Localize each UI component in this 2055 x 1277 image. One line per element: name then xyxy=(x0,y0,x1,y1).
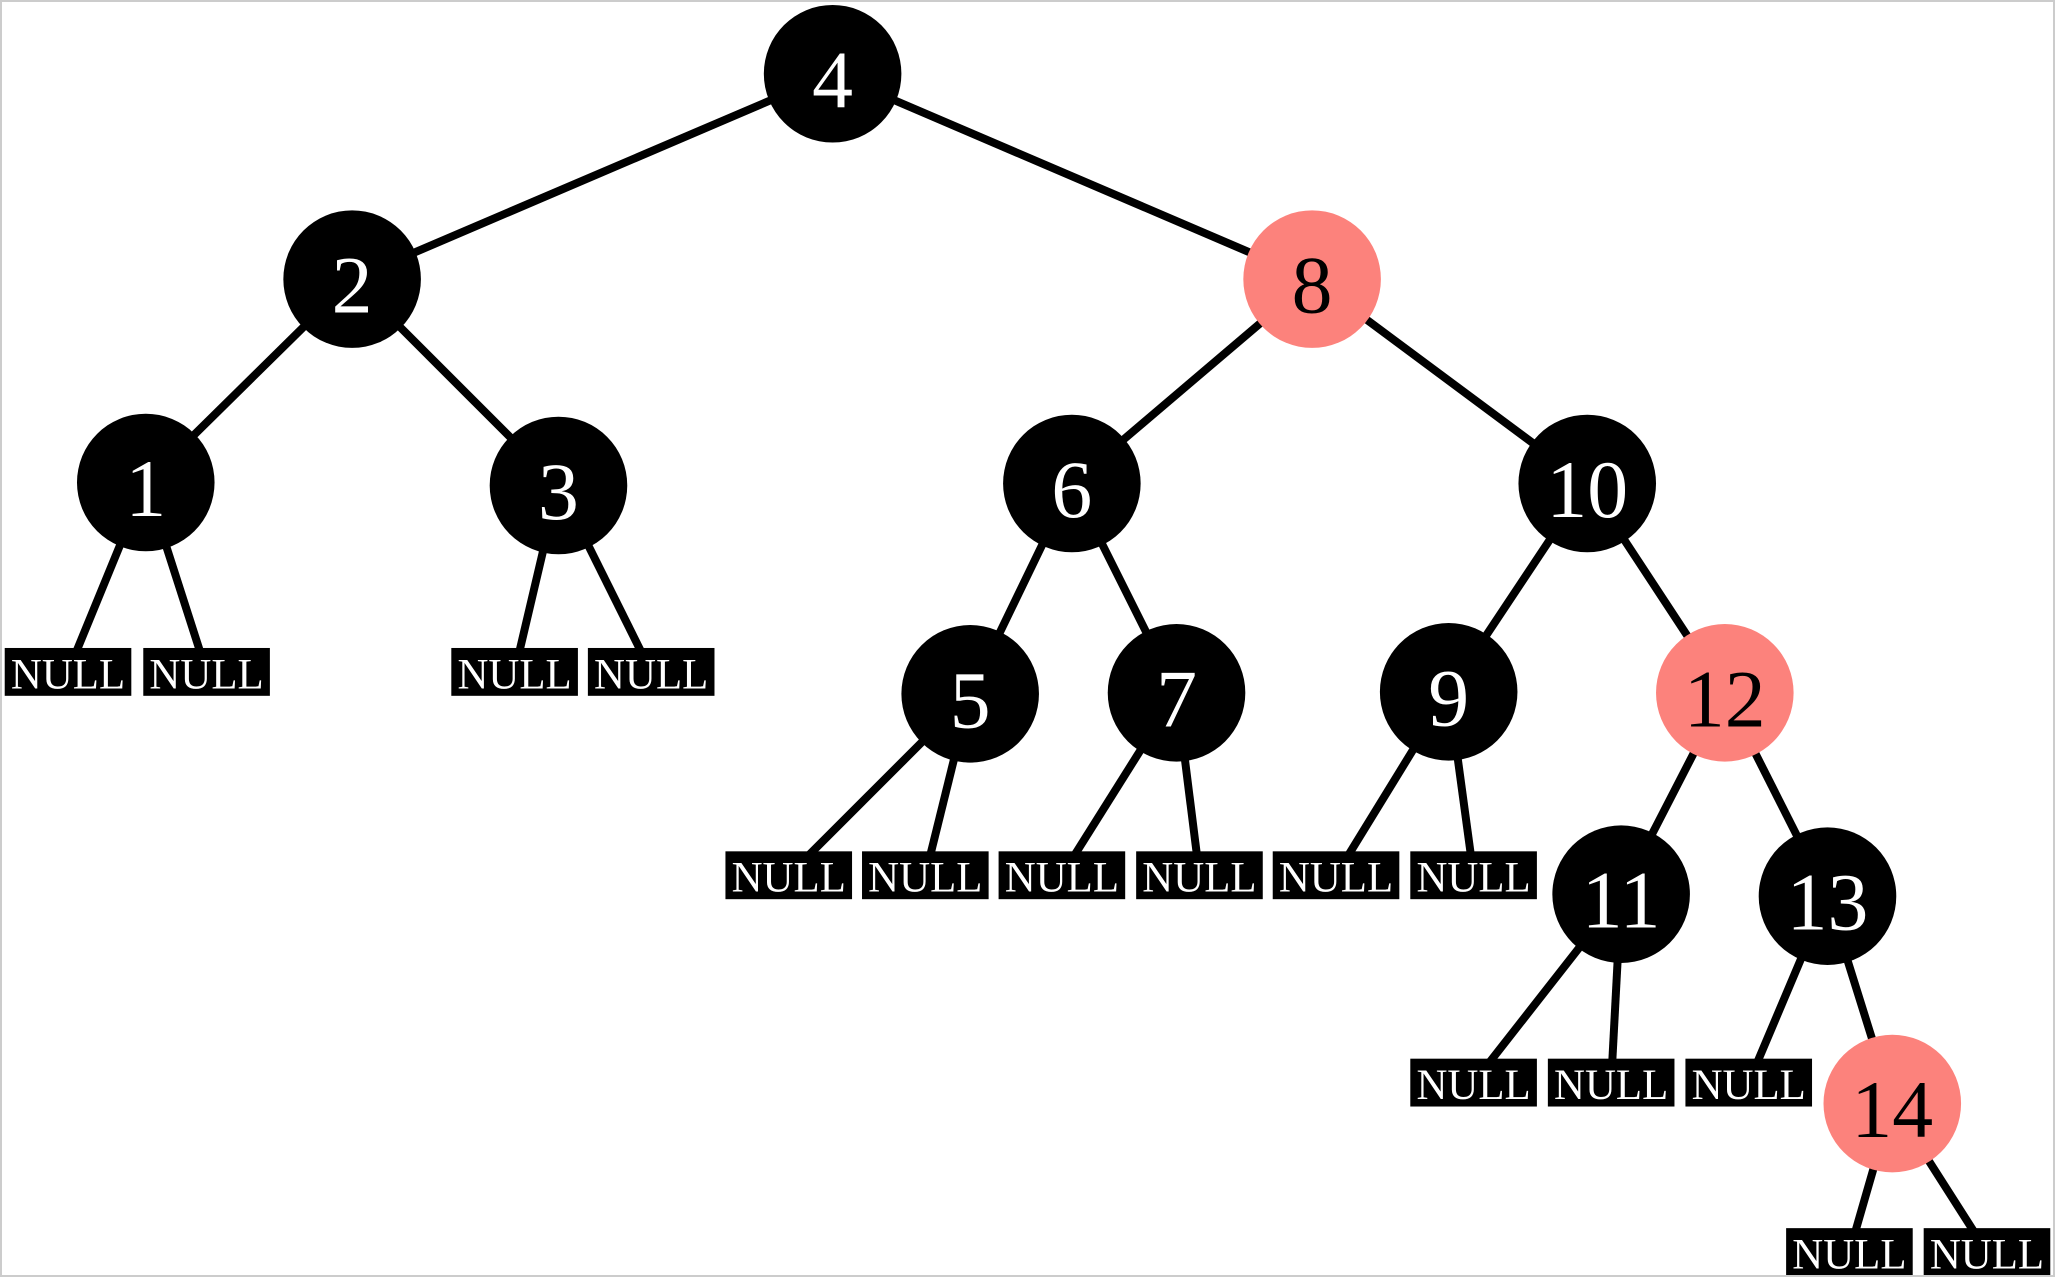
null-leaf: NULL xyxy=(1685,1058,1813,1109)
tree-node-circle-10 xyxy=(1518,414,1657,553)
null-leaf: NULL xyxy=(1923,1228,2051,1275)
null-leaf-label: NULL xyxy=(1554,1062,1668,1109)
null-leaf-box xyxy=(1923,1228,2051,1275)
null-leaf-box xyxy=(1786,1228,1913,1275)
tree-node-3: 3 xyxy=(489,416,628,555)
null-leaf-label: NULL xyxy=(11,651,125,698)
tree-node-2: 2 xyxy=(283,210,421,348)
tree-node-label-10: 10 xyxy=(1546,444,1628,535)
null-leaf-box xyxy=(1410,1058,1537,1107)
tree-node-label-3: 3 xyxy=(538,446,579,537)
null-leaf-box xyxy=(1136,851,1263,900)
null-leaf: NULL xyxy=(1410,1058,1537,1109)
tree-node-circle-1 xyxy=(76,413,215,552)
tree-node-9: 9 xyxy=(1379,623,1518,761)
null-leaf-box xyxy=(143,647,270,696)
null-leaf: NULL xyxy=(1786,1228,1913,1275)
null-leaf: NULL xyxy=(998,851,1126,902)
tree-node-8: 8 xyxy=(1243,210,1381,348)
null-leaf-label: NULL xyxy=(457,651,571,698)
tree-null-leaves-layer: NULL NULL NULL NULL NULL NULL NULL NULL NULL NULL… xyxy=(4,647,2051,1275)
null-leaf-box xyxy=(1410,851,1537,900)
tree-node-label-1: 1 xyxy=(125,443,166,534)
null-leaf-label: NULL xyxy=(1930,1232,2044,1275)
tree-node-label-4: 4 xyxy=(812,34,853,125)
tree-node-7: 7 xyxy=(1107,624,1246,762)
null-leaf-box xyxy=(1547,1058,1675,1107)
null-leaf-box xyxy=(1685,1058,1813,1107)
null-leaf: NULL xyxy=(143,647,270,698)
tree-node-circle-7 xyxy=(1107,624,1246,762)
tree-node-circle-12 xyxy=(1656,624,1794,762)
tree-node-1: 1 xyxy=(76,413,215,552)
tree-edge xyxy=(350,70,835,283)
tree-node-14: 14 xyxy=(1823,1034,1962,1173)
null-leaf: NULL xyxy=(1136,851,1263,902)
null-leaf-box xyxy=(998,851,1126,900)
null-leaf: NULL xyxy=(725,851,853,902)
null-leaf: NULL xyxy=(1547,1058,1675,1109)
null-leaf-box xyxy=(587,647,715,696)
null-leaf: NULL xyxy=(862,851,989,902)
tree-node-circle-9 xyxy=(1379,623,1518,761)
tree-node-label-8: 8 xyxy=(1292,240,1333,331)
tree-node-circle-8 xyxy=(1243,210,1381,348)
tree-node-label-13: 13 xyxy=(1787,857,1869,948)
tree-node-label-9: 9 xyxy=(1428,652,1469,743)
null-leaf-label: NULL xyxy=(732,855,846,902)
tree-node-circle-6 xyxy=(1003,414,1141,553)
tree-node-label-14: 14 xyxy=(1851,1064,1933,1155)
null-leaf-label: NULL xyxy=(1416,1062,1530,1109)
tree-node-label-5: 5 xyxy=(950,654,991,745)
null-leaf: NULL xyxy=(451,647,578,698)
null-leaf-box xyxy=(451,647,578,696)
null-leaf-label: NULL xyxy=(1792,1232,1906,1275)
tree-node-circle-3 xyxy=(489,416,628,555)
tree-node-10: 10 xyxy=(1518,414,1657,553)
tree-node-label-2: 2 xyxy=(332,240,373,331)
null-leaf-label: NULL xyxy=(1005,855,1119,902)
tree-node-6: 6 xyxy=(1003,414,1141,553)
tree-node-label-12: 12 xyxy=(1684,653,1766,744)
tree-node-circle-5 xyxy=(901,625,1039,763)
null-leaf-label: NULL xyxy=(868,855,982,902)
tree-node-5: 5 xyxy=(901,625,1039,763)
null-leaf-label: NULL xyxy=(1279,855,1393,902)
tree-node-label-6: 6 xyxy=(1051,444,1092,535)
null-leaf: NULL xyxy=(587,647,715,698)
tree-node-label-11: 11 xyxy=(1582,855,1661,946)
null-leaf-label: NULL xyxy=(149,651,263,698)
tree-node-label-7: 7 xyxy=(1156,653,1197,744)
tree-node-13: 13 xyxy=(1758,827,1897,965)
null-leaf-box xyxy=(862,851,989,900)
tree-node-4: 4 xyxy=(763,4,902,143)
null-leaf-label: NULL xyxy=(594,651,708,698)
tree-node-circle-4 xyxy=(763,4,902,143)
tree-node-11: 11 xyxy=(1552,825,1690,963)
null-leaf-box xyxy=(4,647,132,696)
null-leaf: NULL xyxy=(1410,851,1537,902)
null-leaf-box xyxy=(725,851,853,900)
null-leaf-box xyxy=(1272,851,1400,900)
null-leaf-label: NULL xyxy=(1142,855,1256,902)
tree-node-12: 12 xyxy=(1656,624,1794,762)
null-leaf-label: NULL xyxy=(1416,855,1530,902)
tree-node-circle-2 xyxy=(283,210,421,348)
tree-edge xyxy=(831,70,1314,283)
tree-node-circle-11 xyxy=(1552,825,1690,963)
null-leaf: NULL xyxy=(1272,851,1400,902)
null-leaf-label: NULL xyxy=(1692,1062,1806,1109)
tree-node-circle-13 xyxy=(1758,827,1897,965)
null-leaf: NULL xyxy=(4,647,132,698)
tree-node-circle-14 xyxy=(1823,1034,1962,1173)
